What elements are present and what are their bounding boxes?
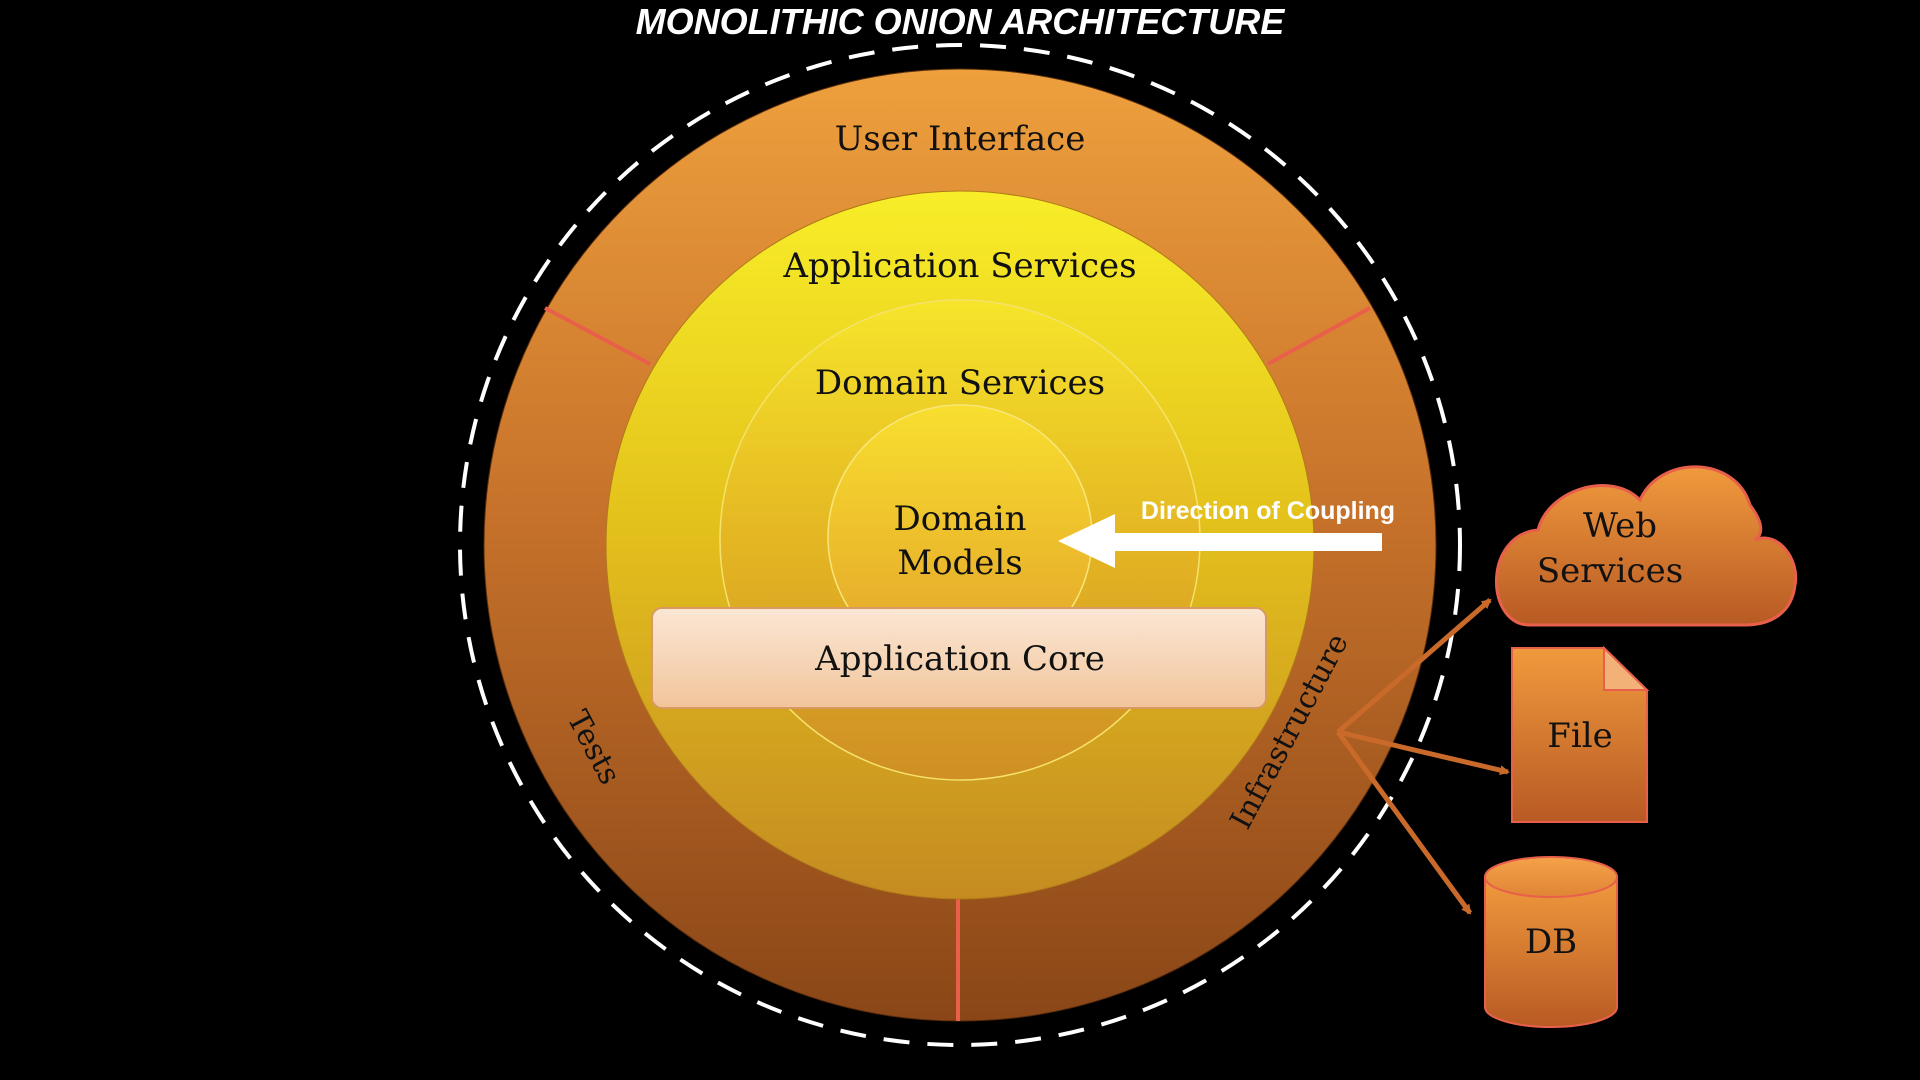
web-services-label-line1: Web [1583, 506, 1657, 546]
diagram-title: MONOLITHIC ONION ARCHITECTURE [636, 1, 1286, 42]
connector-file [1337, 729, 1510, 776]
web-services-cloud [1495, 465, 1798, 627]
domain-models-label-line1: Domain [893, 499, 1026, 539]
coupling-label: Direction of Coupling [1141, 497, 1395, 525]
domain-services-label: Domain Services [815, 363, 1105, 403]
connector-web-services [1336, 598, 1492, 734]
infrastructure-connectors [1335, 598, 1510, 915]
monolith-boundary [458, 43, 1462, 1047]
application-services-label: Application Services [782, 246, 1136, 286]
db-label: DB [1525, 922, 1577, 962]
file-label: File [1547, 716, 1612, 756]
ring-separator-left [544, 306, 651, 366]
application-core-box [651, 607, 1267, 709]
ring-separator-right [1267, 306, 1371, 366]
coupling-arrow [1058, 514, 1382, 568]
connector-db [1335, 730, 1473, 915]
application-core-label: Application Core [814, 639, 1105, 679]
file-document [1511, 647, 1648, 823]
user-interface-label: User Interface [835, 119, 1086, 159]
domain-models-label-line2: Models [897, 543, 1023, 583]
db-cylinder-body [1484, 876, 1618, 1028]
web-services-label-line2: Services [1537, 551, 1683, 591]
file-corner-fold [1603, 645, 1650, 691]
db-cylinder-top [1484, 856, 1618, 898]
